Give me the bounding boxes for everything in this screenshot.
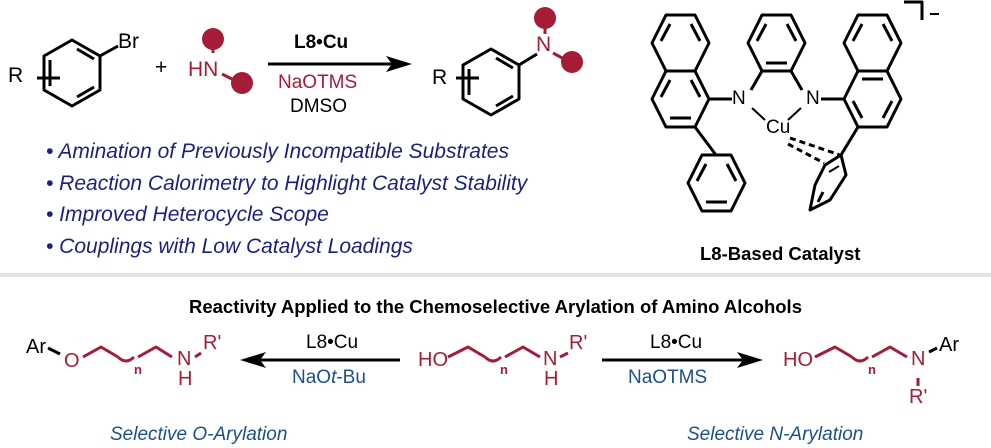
feature-list: • Amination of Previously Incompatible S… [46, 136, 527, 262]
product-r-label: R [432, 66, 448, 89]
catalyst-cu-label: Cu [766, 117, 791, 138]
top-solvent-label: DMSO [290, 96, 347, 117]
product-ring [456, 47, 538, 117]
catalyst-structure [650, 0, 939, 213]
o-arylation-label: Selective O-Arylation [110, 424, 288, 445]
n-product-n-subscript: n [868, 362, 876, 377]
n-product-ar: Ar [939, 334, 959, 356]
section-divider [0, 273, 991, 277]
o-aryl-product-chain [47, 345, 202, 363]
n-product-ho: HO [783, 349, 813, 371]
left-base-label: NaOt-Bu [292, 367, 366, 389]
o-product-r: R' [203, 332, 222, 354]
left-arrow [240, 352, 400, 368]
amine-graphic [202, 28, 253, 94]
product-n-label: N [536, 33, 552, 56]
amino-alcohol-chain [447, 345, 569, 363]
feature-item: • Improved Heterocycle Scope [46, 203, 329, 226]
right-arrow [602, 352, 763, 368]
o-product-n: N [177, 348, 192, 370]
n-aryl-product-chain [814, 345, 938, 386]
top-reaction-arrow [268, 56, 412, 72]
feature-item: • Couplings with Low Catalyst Loadings [46, 234, 413, 258]
n-product-r: R' [909, 386, 928, 408]
n-product-n: N [911, 348, 926, 370]
substrate-h: H [544, 368, 559, 390]
bromine-label: Br [118, 30, 139, 53]
left-base-suffix: -Bu [336, 367, 366, 388]
catalyst-charge: – [928, 0, 938, 19]
bottom-section-title: Reactivity Applied to the Chemoselective… [188, 296, 802, 317]
amine-label: HN [188, 58, 219, 81]
catalyst-n-right: N [806, 88, 820, 109]
aryl-bromide-r-label: R [8, 64, 24, 87]
feature-item: • Amination of Previously Incompatible S… [46, 140, 509, 163]
left-catalyst-label: L8•Cu [306, 332, 359, 353]
substrate-n: N [543, 348, 558, 370]
o-product-o: O [64, 350, 80, 372]
top-catalyst-label: L8•Cu [294, 32, 349, 53]
plus-sign: + [155, 56, 168, 79]
left-base-italic: t [331, 367, 337, 388]
substrate-r: R' [569, 332, 588, 354]
n-arylation-label: Selective N-Arylation [687, 424, 864, 445]
o-product-ar: Ar [26, 336, 46, 358]
o-product-h: H [178, 368, 193, 390]
product-amine-graphic [534, 7, 583, 73]
right-catalyst-label: L8•Cu [650, 332, 703, 353]
catalyst-n-left: N [732, 88, 746, 109]
aryl-bromide-ring [37, 38, 119, 108]
right-base-label: NaOTMS [628, 367, 708, 388]
substrate-n-subscript: n [500, 362, 508, 377]
o-product-n-subscript: n [134, 362, 142, 377]
substrate-ho: HO [418, 349, 448, 371]
catalyst-caption: L8-Based Catalyst [700, 243, 861, 264]
top-base-label: NaOTMS [278, 72, 358, 93]
left-base-prefix: NaO [292, 367, 332, 388]
feature-item: • Reaction Calorimetry to Highlight Cata… [46, 171, 528, 195]
